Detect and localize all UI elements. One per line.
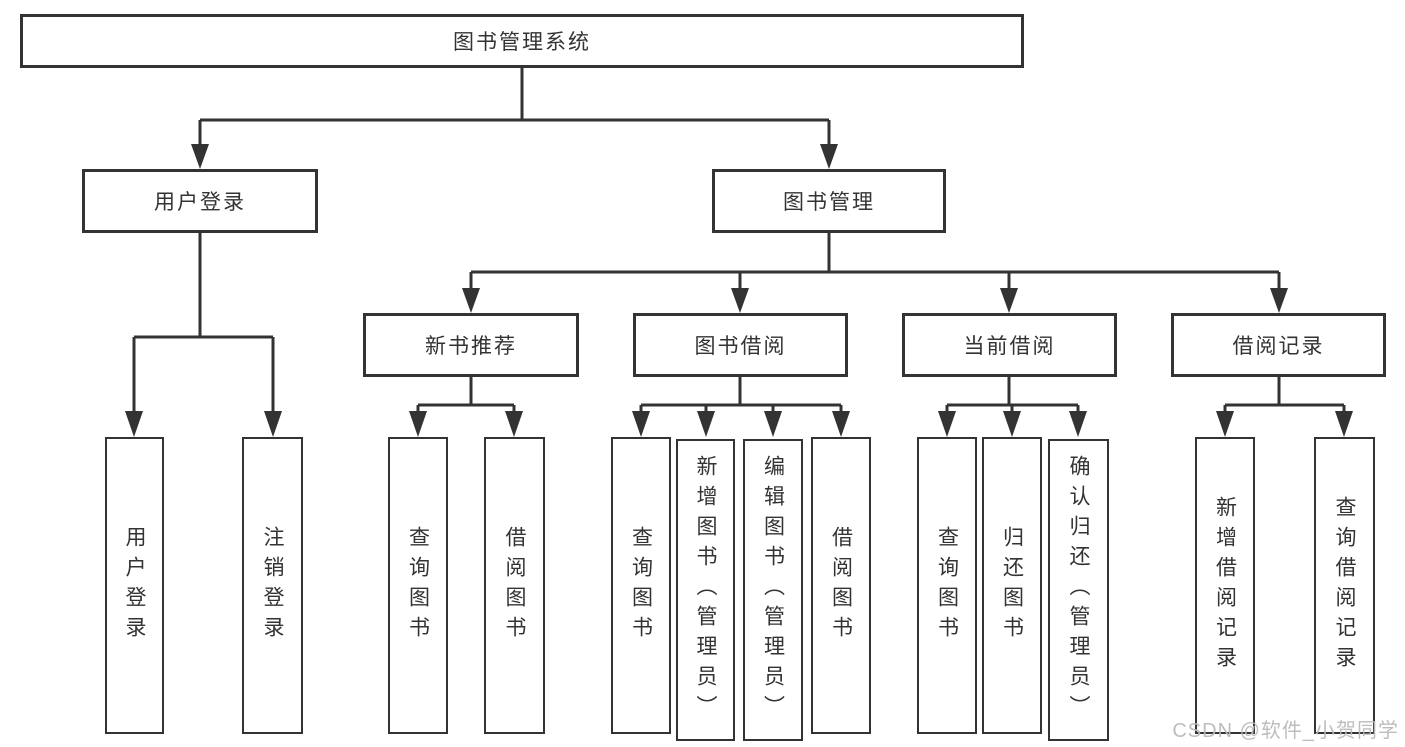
node-label: 归还图书 [1000,525,1024,646]
leaf-borrow-books-1: 借阅图书 [484,437,545,734]
node-book-borrow: 图书借阅 [633,313,848,377]
node-label: 新增借阅记录 [1213,495,1237,676]
leaf-confirm-return-admin: 确认归还（管理员） [1048,439,1109,741]
leaf-return-books: 归还图书 [982,437,1042,734]
leaf-query-books-1: 查询图书 [388,437,448,734]
leaf-add-borrow-record: 新增借阅记录 [1195,437,1255,734]
node-book-management: 图书管理 [712,169,946,233]
node-label: 查询图书 [935,525,959,646]
node-label: 注销登录 [261,525,284,646]
node-label: 当前借阅 [963,335,1056,358]
csdn-watermark: CSDN @软件_小贺同学 [1172,720,1399,742]
node-label: 查询借阅记录 [1333,495,1356,676]
node-root-library-management-system: 图书管理系统 [20,14,1024,68]
node-label: 查询图书 [629,525,653,646]
leaf-user-login: 用户登录 [105,437,164,734]
leaf-query-books-2: 查询图书 [611,437,671,734]
node-label: 查询图书 [406,525,430,646]
node-label: 确认归还（管理员） [1067,455,1090,725]
node-label: 图书管理系统 [453,31,591,54]
node-new-book-recommend: 新书推荐 [363,313,579,377]
node-label: 编辑图书（管理员） [761,455,785,725]
node-label: 新书推荐 [425,335,517,358]
leaf-add-books-admin: 新增图书（管理员） [676,439,735,741]
node-user-login-branch: 用户登录 [82,169,318,233]
node-label: 新增图书（管理员） [694,455,717,725]
node-label: 图书管理 [783,191,875,214]
node-label: 用户登录 [154,191,246,214]
leaf-query-borrow-record: 查询借阅记录 [1314,437,1375,734]
node-label: 图书借阅 [694,335,787,358]
arrowhead-icons [125,144,1353,437]
node-label: 借阅记录 [1232,335,1325,358]
node-label: 借阅图书 [503,525,526,646]
node-label: 用户登录 [123,525,146,646]
node-label: 借阅图书 [829,525,853,646]
node-current-borrow: 当前借阅 [902,313,1117,377]
leaf-borrow-books-2: 借阅图书 [811,437,871,734]
leaf-query-books-3: 查询图书 [917,437,977,734]
leaf-edit-books-admin: 编辑图书（管理员） [743,439,803,741]
leaf-logout: 注销登录 [242,437,303,734]
node-borrow-records: 借阅记录 [1171,313,1386,377]
